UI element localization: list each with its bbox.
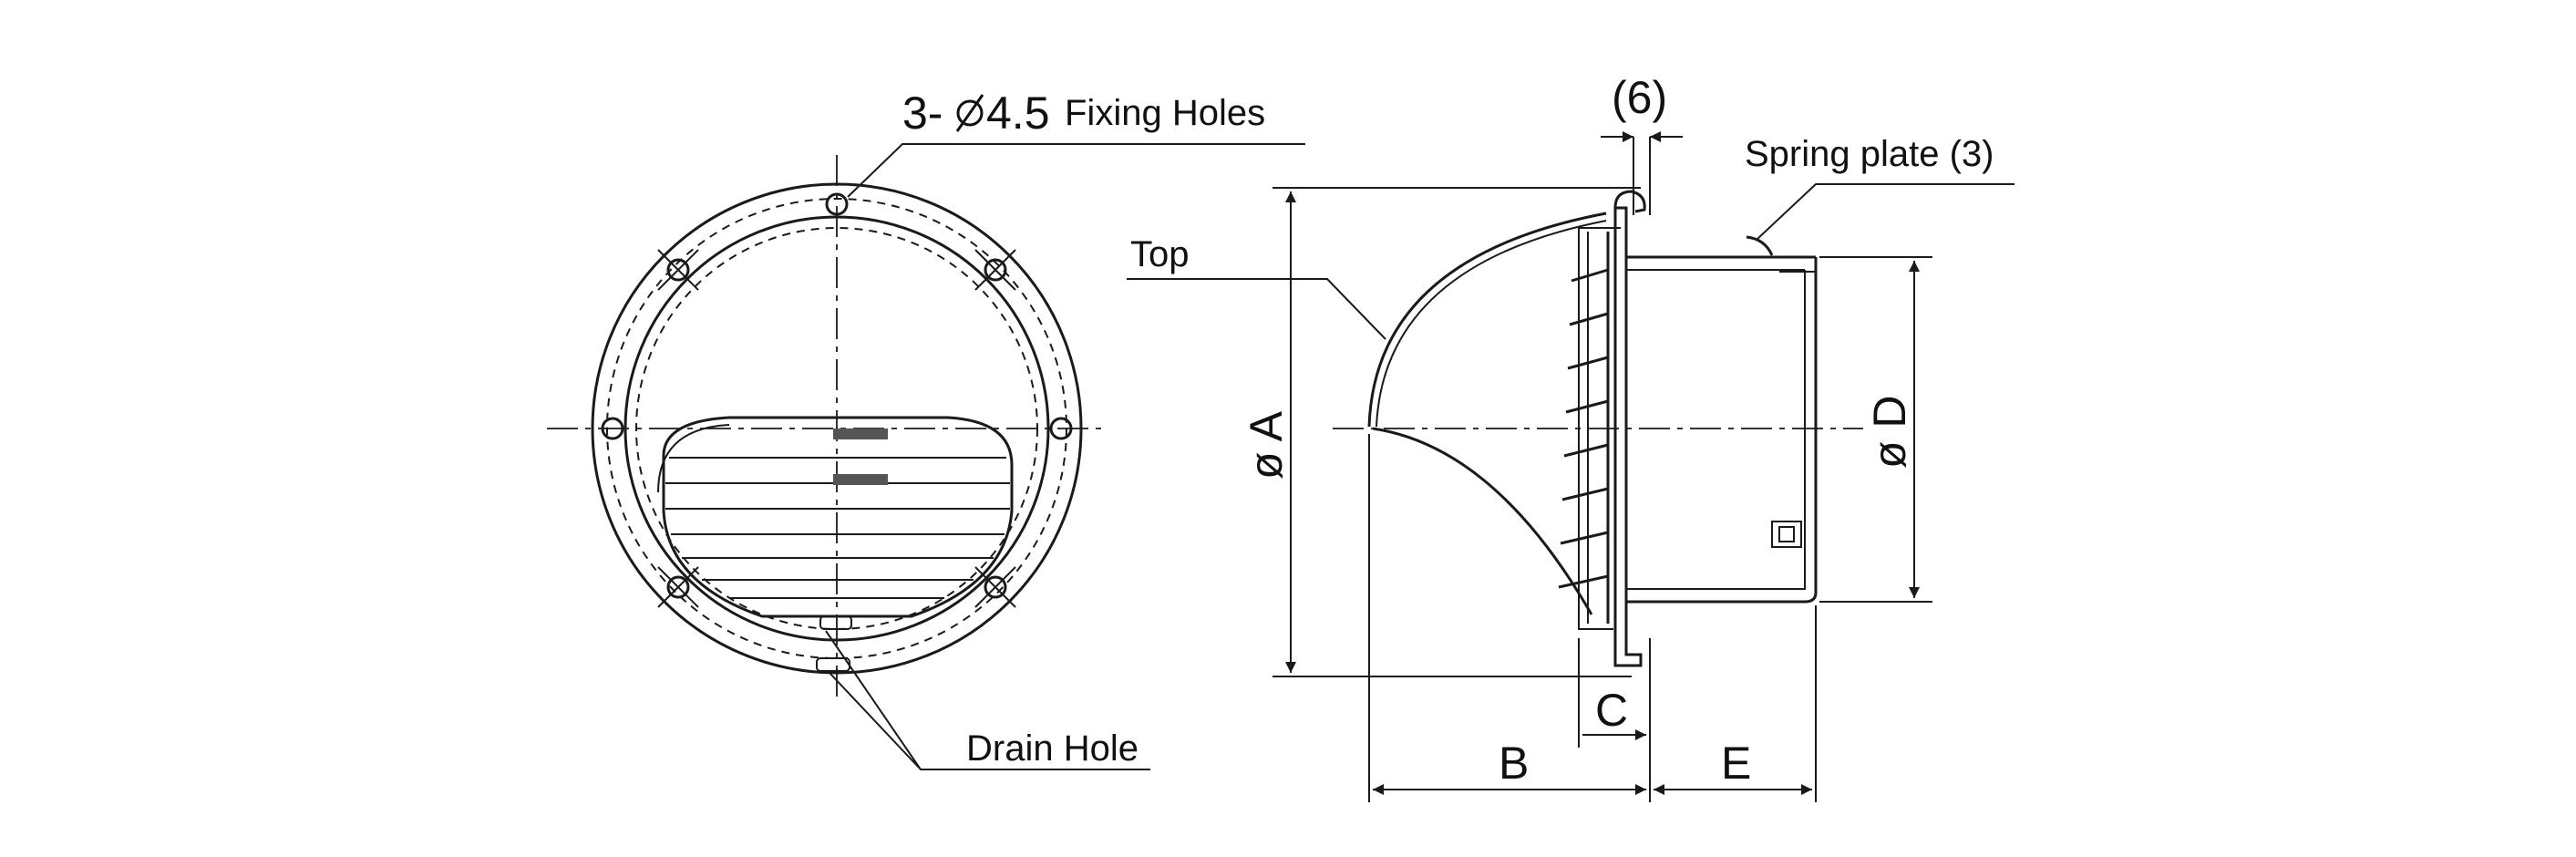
front-view: 3- 4.5 Fixing Holes Drain Hole (547, 88, 1305, 770)
spring-plate-label: Spring plate (3) (1745, 134, 1994, 174)
diameter-d-label: ø D (1864, 395, 1915, 469)
fixing-hole-marks (601, 192, 1073, 608)
fixing-holes-leader (847, 143, 1305, 198)
diameter-a-label: ø A (1241, 410, 1292, 480)
dimension-b-label: B (1499, 738, 1529, 789)
drain-hole-leader (825, 630, 1150, 770)
offset-dimension-label: (6) (1612, 72, 1667, 123)
spring-plate-leader (1757, 183, 2014, 240)
dimension-c-label: C (1595, 685, 1628, 736)
drain-hole-label: Drain Hole (966, 728, 1139, 769)
top-leader (1127, 278, 1386, 340)
fixing-holes-label-prefix: 3- (902, 88, 943, 139)
top-label: Top (1130, 234, 1190, 274)
fixing-holes-label-diameter: 4.5 (986, 88, 1050, 139)
louver-grille (657, 416, 1014, 672)
side-view: (6) ø A ø D C B E Top Spring plate (1127, 72, 2014, 802)
diameter-symbol-icon (955, 94, 984, 132)
fixing-holes-label: Fixing Holes (1065, 93, 1265, 133)
dimension-e-label: E (1721, 738, 1751, 789)
